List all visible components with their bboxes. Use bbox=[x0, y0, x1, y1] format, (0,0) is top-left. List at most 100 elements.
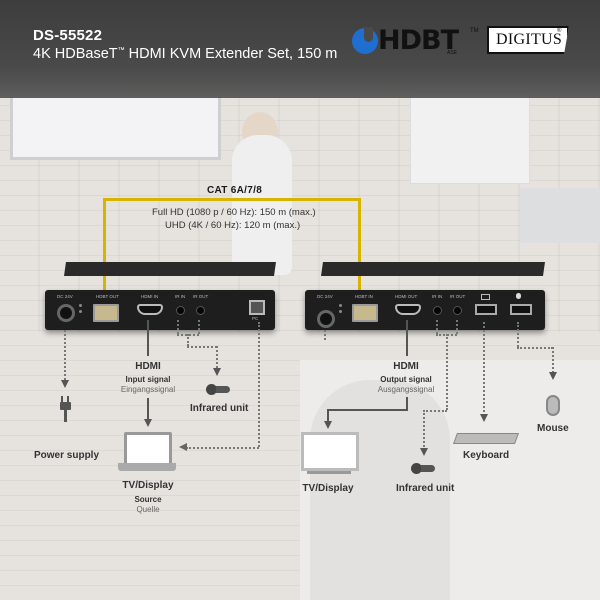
hdbt-logo-tm: TM bbox=[470, 28, 479, 34]
keyboard-label: Keyboard bbox=[463, 450, 510, 461]
spec-uhd: UHD (4K / 60 Hz): 120 m (max.) bbox=[165, 220, 301, 231]
hdmi-out-line bbox=[406, 320, 408, 356]
trademark: ™ bbox=[117, 47, 125, 54]
hdmi-in-line bbox=[147, 320, 149, 356]
hdmi-out-line-lower bbox=[406, 397, 408, 410]
infrared-unit-right-label: Infrared unit bbox=[396, 483, 455, 494]
rx-ir-h-line bbox=[423, 410, 447, 412]
rx-hdmi-out-label: HDMI OUT bbox=[395, 294, 418, 299]
product-title-main: 4K HDBaseT bbox=[33, 46, 118, 62]
tx-ir-out-label: IR OUT bbox=[193, 294, 209, 299]
power-plug-icon bbox=[60, 396, 71, 422]
seated-person bbox=[310, 380, 450, 600]
transmitter-top bbox=[64, 262, 276, 276]
hdmi-in-line-lower bbox=[147, 398, 149, 420]
rx-dc-line bbox=[324, 330, 326, 340]
rx-ir-out-label: IR OUT bbox=[450, 294, 466, 299]
transmitter-unit: DC 24V HDBT OUT HDMI IN IR IN IR OUT PC bbox=[45, 290, 275, 330]
infrared-unit-icon bbox=[206, 384, 217, 395]
mouse-port-icon bbox=[516, 293, 521, 299]
arrow-down-icon bbox=[549, 372, 557, 380]
tx-led bbox=[79, 304, 82, 307]
product-title-rest: HDMI KVM Extender Set, 150 m bbox=[124, 46, 338, 62]
arrow-down-icon bbox=[480, 414, 488, 422]
cat-cable-line bbox=[103, 198, 361, 308]
usb-pc-h-line bbox=[186, 447, 259, 449]
background-monitor bbox=[520, 188, 600, 243]
tx-dc-label: DC 24V bbox=[57, 294, 73, 299]
rx-ir-out-line bbox=[456, 320, 458, 334]
source-de-label: Quelle bbox=[136, 505, 160, 514]
tx-ir-in-label: IR IN bbox=[175, 294, 186, 299]
rx-dc-label: DC 24V bbox=[317, 294, 333, 299]
mouse-down-line bbox=[552, 347, 554, 373]
tx-hdbt-out-port[interactable] bbox=[93, 304, 119, 322]
rx-ir-mid-line bbox=[446, 334, 448, 410]
infrared-unit-icon bbox=[411, 463, 422, 474]
keyboard-line bbox=[483, 322, 485, 416]
presenter-body bbox=[232, 135, 292, 275]
infrared-unit-body bbox=[421, 465, 435, 472]
infrared-unit-body bbox=[216, 386, 230, 393]
product-title: 4K HDBaseT™ HDMI KVM Extender Set, 150 m bbox=[33, 46, 337, 62]
tx-hdbt-out-label: HDBT OUT bbox=[96, 294, 119, 299]
usb-pc-line bbox=[258, 322, 260, 447]
hdmi-input-label: HDMI bbox=[135, 361, 161, 372]
rx-ir-out-jack[interactable] bbox=[453, 306, 462, 315]
mouse-label: Mouse bbox=[537, 423, 569, 434]
input-signal-label: Input signal bbox=[125, 375, 171, 384]
tx-hdmi-in-label: HDMI IN bbox=[141, 294, 159, 299]
hdmi-out-h-line bbox=[327, 409, 408, 411]
keyboard-icon bbox=[452, 433, 520, 444]
arrow-left-icon bbox=[179, 443, 187, 451]
ir-down-line bbox=[216, 346, 218, 368]
laptop-keyboard bbox=[118, 463, 176, 471]
rx-hdbt-in-port[interactable] bbox=[352, 304, 378, 322]
digitus-logo-reg: ® bbox=[557, 28, 562, 34]
rx-dc-jack[interactable] bbox=[317, 310, 335, 328]
tx-ir-out-jack[interactable] bbox=[196, 306, 205, 315]
mouse-h-line bbox=[517, 347, 553, 349]
ir-out-line bbox=[198, 320, 200, 334]
hdbt-logo-sub: ASE bbox=[447, 50, 458, 56]
arrow-down-icon bbox=[213, 368, 221, 376]
arrow-down-icon bbox=[324, 421, 332, 429]
hdbaset-logo: HDBT ASE TM bbox=[352, 25, 482, 56]
tv-display-output-label: TV/Display bbox=[302, 483, 354, 494]
ir-h-line bbox=[187, 346, 217, 348]
ir-mid-line bbox=[187, 334, 189, 346]
rx-usb-keyboard-port[interactable] bbox=[475, 304, 497, 315]
spec-fullhd: Full HD (1080 p / 60 Hz): 150 m (max.) bbox=[152, 207, 316, 218]
tv-display-source-label: TV/Display bbox=[122, 480, 174, 491]
presentation-screen bbox=[10, 95, 221, 160]
rx-hdmi-out-port[interactable] bbox=[395, 304, 421, 315]
tx-led bbox=[79, 310, 82, 313]
arrow-down-icon bbox=[61, 380, 69, 388]
rx-ir-in-jack[interactable] bbox=[433, 306, 442, 315]
arrow-down-icon bbox=[420, 448, 428, 456]
tx-hdmi-in-port[interactable] bbox=[137, 304, 163, 315]
digitus-logo-text: DIGITUS bbox=[496, 31, 563, 48]
power-line bbox=[64, 330, 66, 380]
rx-ir-in-line bbox=[436, 320, 438, 334]
tx-dc-jack[interactable] bbox=[57, 304, 75, 322]
input-signal-de-label: Eingangssignal bbox=[120, 385, 176, 394]
source-label: Source bbox=[134, 495, 162, 504]
rx-ir-in-label: IR IN bbox=[432, 294, 443, 299]
cable-type-label: CAT 6A/7/8 bbox=[207, 185, 263, 196]
mouse-icon bbox=[546, 395, 560, 416]
rx-usb-mouse-port[interactable] bbox=[510, 304, 532, 315]
ir-in-line bbox=[177, 320, 179, 334]
output-signal-de-label: Ausgangssignal bbox=[377, 385, 435, 394]
tx-ir-in-jack[interactable] bbox=[176, 306, 185, 315]
tx-usb-b-port[interactable] bbox=[249, 300, 265, 315]
output-signal-label: Output signal bbox=[380, 375, 432, 384]
hdmi-out-down-line bbox=[327, 409, 329, 422]
infrared-unit-left-label: Infrared unit bbox=[190, 403, 249, 414]
digitus-logo: DIGITUS ® bbox=[487, 26, 569, 54]
receiver-top bbox=[321, 262, 545, 276]
rx-led bbox=[339, 310, 342, 313]
rx-ir-down-line bbox=[423, 410, 425, 450]
hdmi-output-label: HDMI bbox=[393, 361, 419, 372]
receiver-unit: DC 24V HDBT IN HDMI OUT IR IN IR OUT bbox=[305, 290, 545, 330]
